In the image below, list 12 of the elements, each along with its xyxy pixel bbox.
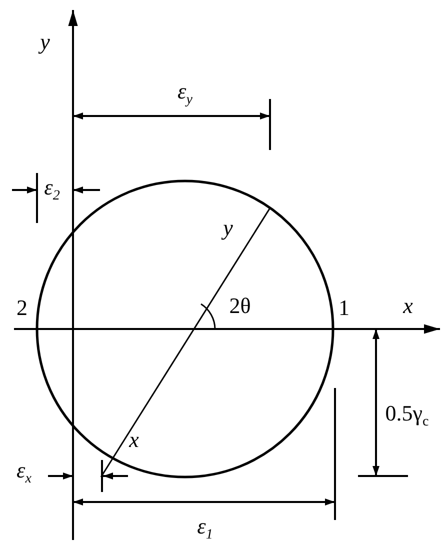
dimension-label: ε$_{2}$	[44, 176, 60, 204]
angle-label: 2θ	[229, 295, 251, 317]
dimension-label: ε$_{x}$	[16, 459, 32, 487]
dimension-label: ε$_{1}$	[197, 515, 213, 543]
point-label: 2	[16, 297, 28, 319]
axis-label: y	[40, 31, 50, 53]
point-label: 1	[338, 297, 350, 319]
diameter-end-label: y	[223, 217, 233, 239]
axis-label: x	[403, 295, 413, 317]
dimension-label: 0.5γ$_{c}$	[385, 402, 429, 430]
diameter-end-label: x	[129, 429, 139, 451]
dimension-label: ε$_{y}$	[178, 80, 192, 108]
